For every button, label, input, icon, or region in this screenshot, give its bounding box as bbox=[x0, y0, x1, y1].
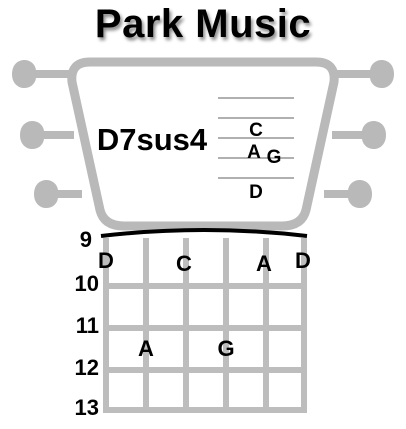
chord-name: D7sus4 bbox=[97, 122, 208, 157]
staff bbox=[218, 97, 294, 179]
fret-note-g: G bbox=[217, 336, 234, 361]
staff-note-g: G bbox=[267, 147, 282, 168]
page-title: Park Music bbox=[94, 2, 312, 46]
tuning-peg-left-3 bbox=[34, 179, 82, 209]
tuning-pegs bbox=[12, 59, 394, 209]
fret-note-d-high: D bbox=[295, 248, 311, 273]
tuning-peg-left-2 bbox=[20, 120, 74, 150]
fret-note-a-top: A bbox=[256, 251, 272, 276]
fret-number-9: 9 bbox=[80, 227, 92, 252]
fret-note-a: A bbox=[138, 336, 154, 361]
fretboard bbox=[103, 238, 307, 413]
fret-note-d-low: D bbox=[98, 248, 114, 273]
tuning-peg-right-1 bbox=[336, 59, 394, 89]
fret-number-11: 11 bbox=[76, 313, 99, 338]
nut bbox=[100, 228, 308, 238]
staff-note-d: D bbox=[249, 182, 263, 203]
tuning-peg-right-3 bbox=[324, 179, 372, 209]
fret-number-10: 10 bbox=[75, 271, 99, 296]
tuning-peg-right-2 bbox=[332, 120, 386, 150]
fret-number-13: 13 bbox=[75, 395, 99, 420]
staff-note-a: A bbox=[247, 142, 261, 163]
fret-note-c: C bbox=[176, 251, 192, 276]
staff-note-c: C bbox=[249, 120, 263, 141]
fret-number-12: 12 bbox=[75, 355, 99, 380]
tuning-peg-left-1 bbox=[12, 59, 70, 89]
headstock bbox=[67, 57, 339, 231]
